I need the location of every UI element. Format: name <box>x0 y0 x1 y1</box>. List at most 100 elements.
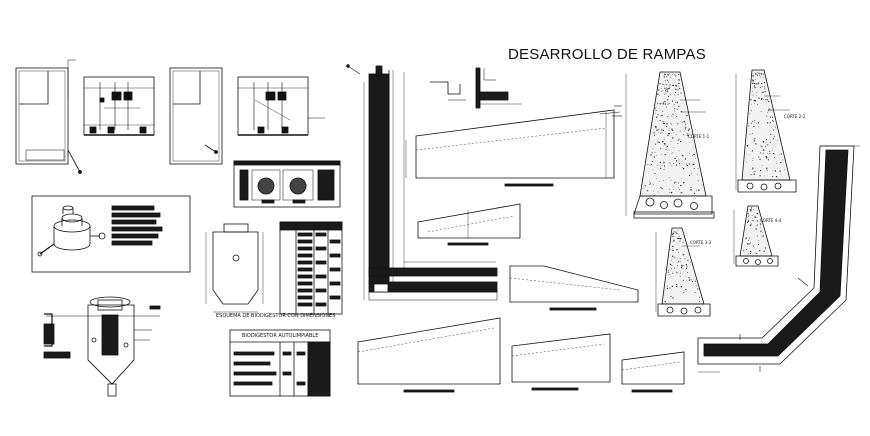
stipple-dot <box>762 149 765 151</box>
stipple-dot <box>761 236 763 238</box>
stipple-dot <box>749 252 751 254</box>
stipple-dot <box>655 107 657 109</box>
stipple-dot <box>676 232 678 235</box>
stipple-dot <box>678 85 680 87</box>
stipple-dot <box>662 129 665 132</box>
stipple-dot <box>752 94 754 96</box>
stipple-dot <box>670 123 672 125</box>
stipple-dot <box>669 162 671 164</box>
stipple-dot <box>657 129 659 130</box>
stipple-dot <box>669 275 671 277</box>
stipple-dot <box>761 164 763 166</box>
stipple-dot <box>664 144 666 146</box>
stipple-dot <box>665 84 667 86</box>
stipple-dot <box>684 158 687 160</box>
stipple-dot <box>749 133 751 135</box>
stipple-dot <box>751 150 753 152</box>
stipple-dot <box>745 237 747 239</box>
stipple-dot <box>670 77 672 78</box>
stipple-dot <box>697 168 699 169</box>
stipple-dot <box>680 92 682 94</box>
stipple-dot <box>772 150 773 152</box>
stipple-dot <box>662 83 664 85</box>
stipple-dot <box>693 164 695 165</box>
stipple-dot <box>743 250 745 252</box>
stipple-dot <box>754 82 756 85</box>
stipple-dot <box>667 100 668 102</box>
stipple-dot <box>674 157 676 160</box>
stipple-dot <box>748 125 750 127</box>
stipple-dot <box>746 161 747 163</box>
stipple-dot <box>666 90 669 92</box>
stipple-dot <box>690 279 692 281</box>
stipple-dot <box>762 86 764 88</box>
stipple-dot <box>695 158 696 159</box>
stipple-dot <box>768 100 770 103</box>
stipple-dot <box>773 129 774 131</box>
stipple-dot <box>685 288 687 291</box>
stipple-dot <box>676 264 678 266</box>
stipple-dot <box>660 167 662 169</box>
stipple-dot <box>678 79 680 81</box>
stipple-dot <box>751 91 753 92</box>
stipple-dot <box>760 152 762 154</box>
stipple-dot <box>774 157 775 158</box>
stipple-dot <box>672 262 674 264</box>
stipple-dot <box>681 264 683 266</box>
stipple-dot <box>747 219 749 221</box>
stipple-dot <box>668 81 669 83</box>
stipple-dot <box>672 297 674 299</box>
stipple-dot <box>678 163 680 165</box>
stipple-dot <box>660 102 662 104</box>
stipple-dot <box>671 268 673 269</box>
ramp-profile-3 <box>509 265 639 311</box>
stipple-dot <box>652 190 654 192</box>
stipple-dot <box>661 129 663 131</box>
stipple-dot <box>664 87 666 89</box>
stipple-dot <box>776 139 778 141</box>
stipple-dot <box>677 143 679 144</box>
stipple-dot <box>756 104 758 105</box>
stipple-dot <box>760 73 762 75</box>
stipple-dot <box>782 159 783 161</box>
stipple-dot <box>763 250 765 252</box>
stipple-dot <box>656 164 658 166</box>
biodigester-dimension-table <box>279 221 343 315</box>
stipple-dot <box>750 210 752 212</box>
stipple-dot <box>676 133 678 135</box>
stipple-dot <box>676 283 678 285</box>
stipple-dot <box>672 245 674 248</box>
stipple-dot <box>750 122 752 124</box>
stipple-dot <box>752 82 754 84</box>
stipple-dot <box>664 76 666 78</box>
stipple-dot <box>762 91 764 93</box>
stipple-dot <box>690 187 692 188</box>
stipple-dot <box>649 164 651 166</box>
stipple-dot <box>752 215 754 216</box>
section-label-1: CORTE 1-1 <box>688 134 710 139</box>
stipple-dot <box>763 175 765 177</box>
stipple-dot <box>772 170 773 172</box>
stipple-dot <box>669 84 671 86</box>
stipple-dot <box>765 156 767 158</box>
stipple-dot <box>772 138 774 140</box>
section-label-2: CORTE 2-2 <box>784 114 806 119</box>
stipple-dot <box>761 146 763 148</box>
stipple-dot <box>682 192 684 194</box>
stipple-dot <box>664 142 666 145</box>
stipple-dot <box>671 259 673 261</box>
stipple-dot <box>666 285 668 287</box>
floor-plan-1 <box>15 59 82 174</box>
biodigester-selfcleaning-table <box>229 329 331 397</box>
stipple-dot <box>669 287 671 289</box>
stipple-dot <box>659 120 661 122</box>
stipple-dot <box>664 300 666 303</box>
stipple-dot <box>772 121 774 123</box>
stipple-dot <box>754 170 756 172</box>
stipple-dot <box>660 83 662 85</box>
stipple-dot <box>655 143 657 145</box>
stipple-dot <box>690 189 692 191</box>
stipple-dot <box>666 123 668 125</box>
stipple-dot <box>676 156 677 157</box>
stipple-dot <box>678 241 680 242</box>
